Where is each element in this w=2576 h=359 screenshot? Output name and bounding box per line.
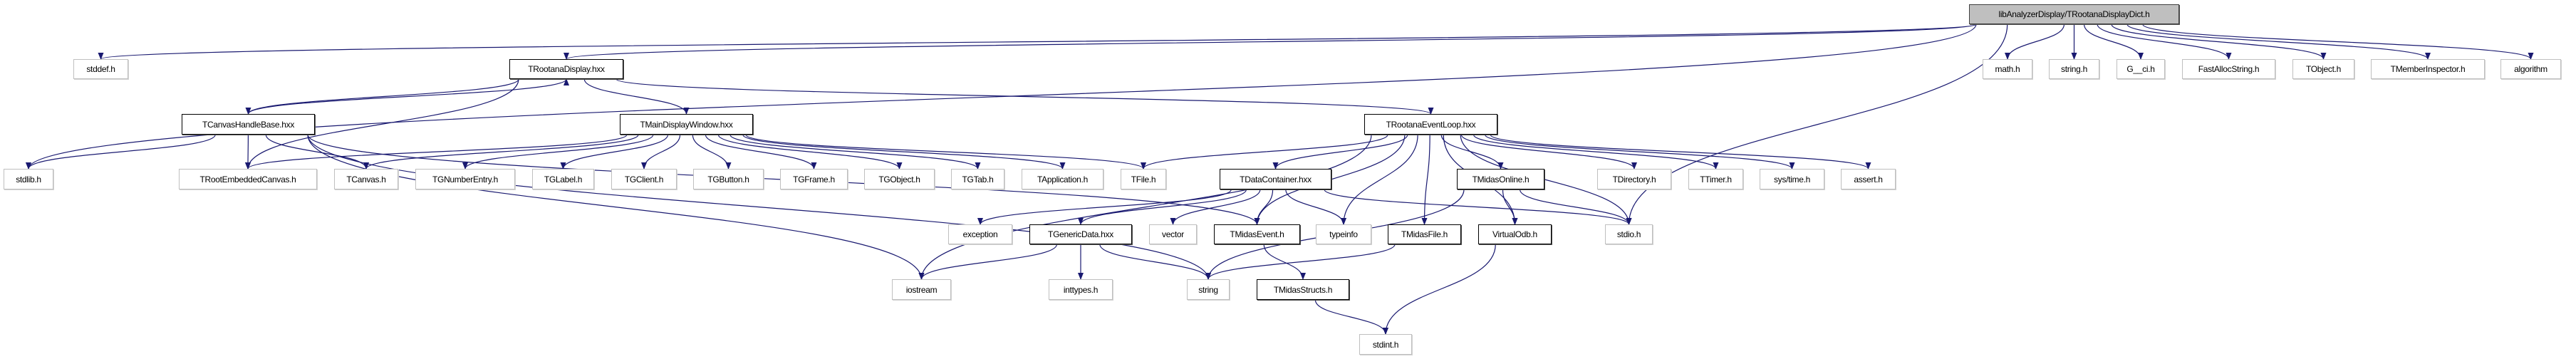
edge-trootanaeventloop-to-typeinfo xyxy=(1341,134,1418,225)
edge-trootanaeventloop-to-tdatacontainer xyxy=(1272,134,1408,170)
edge-tdatacontainer-to-typeinfo xyxy=(1285,189,1346,225)
edge-virtualodb-to-stdint xyxy=(1383,244,1496,335)
node-tfile[interactable]: TFile.h xyxy=(1121,169,1166,189)
node-tobject[interactable]: TObject.h xyxy=(2292,59,2354,79)
edge-tcanvashandlebase-to-iostream xyxy=(307,134,925,280)
edge-tgenericdata-to-string xyxy=(1099,244,1211,280)
edge-root-to-gci xyxy=(2083,24,2144,60)
node-tmemberinspector[interactable]: TMemberInspector.h xyxy=(2371,59,2485,79)
node-tgnumberentry[interactable]: TGNumberEntry.h xyxy=(415,169,515,189)
node-vector[interactable]: vector xyxy=(1149,224,1197,244)
node-root[interactable]: libAnalyzerDisplay/TRootanaDisplayDict.h xyxy=(1969,4,2179,24)
edge-trootanadisplay-to-tmaindisplaywindow xyxy=(583,78,690,115)
edge-root-to-trootanadisplay xyxy=(564,24,1977,60)
node-systime[interactable]: sys/time.h xyxy=(1760,169,1824,189)
node-tmidasonline[interactable]: TMidasOnline.h xyxy=(1457,169,1544,189)
edge-tcanvashandlebase-to-tcanvas xyxy=(265,134,369,170)
node-tmidasstructs[interactable]: TMidasStructs.h xyxy=(1257,279,1349,300)
node-tgframe[interactable]: TGFrame.h xyxy=(780,169,848,189)
node-tcanvas[interactable]: TCanvas.h xyxy=(334,169,398,189)
node-assert[interactable]: assert.h xyxy=(1841,169,1896,189)
edge-tdatacontainer-to-stdio xyxy=(1324,189,1632,225)
edge-tmaindisplaywindow-to-tgclient xyxy=(641,134,681,170)
node-trootembeddedcanvas[interactable]: TRootEmbeddedCanvas.h xyxy=(179,169,317,189)
edge-tmaindisplaywindow-to-tfile xyxy=(745,134,1146,170)
edge-trootanaeventloop-to-tfile xyxy=(1141,134,1388,170)
edge-tmaindisplaywindow-to-trootembeddedcanvas xyxy=(245,134,628,170)
node-tcanvashandlebase[interactable]: TCanvasHandleBase.hxx xyxy=(182,114,315,135)
edge-root-to-stddef xyxy=(98,24,1977,60)
node-iostream[interactable]: iostream xyxy=(892,279,951,300)
node-stddef[interactable]: stddef.h xyxy=(73,59,128,79)
node-typeinfo[interactable]: typeinfo xyxy=(1316,224,1371,244)
node-tgbutton[interactable]: TGButton.h xyxy=(693,169,764,189)
edge-tdatacontainer-to-tgenericdata xyxy=(1078,189,1247,225)
edge-tmaindisplaywindow-to-tgframe xyxy=(705,134,817,170)
edge-trootanadisplay-to-trootanaeventloop xyxy=(616,78,1434,115)
edge-tmaindisplaywindow-to-tglabel xyxy=(560,134,669,170)
edge-trootanaeventloop-to-iostream xyxy=(918,134,1372,280)
edge-tmidasonline-to-stdio xyxy=(1519,189,1632,225)
edge-root-to-tmemberinspector xyxy=(2126,24,2431,60)
edge-tcanvashandlebase-to-trootanadisplay xyxy=(247,78,569,115)
edge-root-to-algorithm xyxy=(2142,24,2534,60)
node-fastallocstring[interactable]: FastAllocString.h xyxy=(2182,59,2275,79)
edge-tmidasfile-to-string xyxy=(1205,244,1396,280)
edge-trootanaeventloop-to-ttimer xyxy=(1473,134,1719,170)
edge-tgenericdata-to-iostream xyxy=(918,244,1058,280)
edge-tmaindisplaywindow-to-tgobject xyxy=(717,134,903,170)
node-tgobject[interactable]: TGObject.h xyxy=(864,169,935,189)
edge-root-to-stdio xyxy=(1626,24,2008,225)
edge-trootanaeventloop-to-systime xyxy=(1484,134,1795,170)
node-tgtab[interactable]: TGTab.h xyxy=(951,169,1004,189)
edge-tmaindisplaywindow-to-tapplication xyxy=(742,134,1066,170)
node-trootanadisplay[interactable]: TRootanaDisplay.hxx xyxy=(509,59,623,79)
edge-root-to-stdlib xyxy=(26,24,1977,170)
node-virtualodb[interactable]: VirtualOdb.h xyxy=(1478,224,1552,244)
edge-tmaindisplaywindow-to-tcanvas xyxy=(363,134,639,170)
edge-trootanadisplay-to-tcanvashandlebase xyxy=(245,78,519,115)
node-tmidasevent[interactable]: TMidasEvent.h xyxy=(1214,224,1300,244)
edge-trootanaeventloop-to-tmidasfile xyxy=(1421,134,1430,225)
node-exception[interactable]: exception xyxy=(948,224,1012,244)
edge-tmidasstructs-to-stdint xyxy=(1314,299,1388,335)
node-tapplication[interactable]: TApplication.h xyxy=(1022,169,1103,189)
edge-tmidasevent-to-tmidasstructs xyxy=(1263,244,1306,280)
node-tmidasfile[interactable]: TMidasFile.h xyxy=(1388,224,1461,244)
node-string[interactable]: string xyxy=(1187,279,1230,300)
edge-root-to-tobject xyxy=(2111,24,2327,60)
edge-trootanaeventloop-to-assert xyxy=(1490,134,1871,170)
edge-root-to-fastallocstring xyxy=(2097,24,2232,60)
node-stdint[interactable]: stdint.h xyxy=(1359,334,1412,355)
node-trootanaeventloop[interactable]: TRootanaEventLoop.hxx xyxy=(1364,114,1497,135)
node-tgenericdata[interactable]: TGenericData.hxx xyxy=(1029,224,1132,244)
node-ttimer[interactable]: TTimer.h xyxy=(1688,169,1743,189)
edge-tcanvashandlebase-to-stdlib xyxy=(26,134,216,170)
node-tgclient[interactable]: TGClient.h xyxy=(611,169,677,189)
edge-trootanadisplay-to-trootembeddedcanvas xyxy=(245,78,519,170)
edge-tmaindisplaywindow-to-tgbutton xyxy=(692,134,732,170)
edge-trootanaeventloop-to-tdirectory xyxy=(1460,134,1637,170)
edge-tmaindisplaywindow-to-tgnumberentry xyxy=(462,134,654,170)
node-stdlib[interactable]: stdlib.h xyxy=(4,169,53,189)
node-stdio[interactable]: stdio.h xyxy=(1605,224,1653,244)
edge-tdatacontainer-to-exception xyxy=(977,189,1232,225)
node-math[interactable]: math.h xyxy=(1983,59,2032,79)
edge-tdatacontainer-to-vector xyxy=(1170,189,1261,225)
node-stringh[interactable]: string.h xyxy=(2049,59,2099,79)
node-gci[interactable]: G__ci.h xyxy=(2117,59,2165,79)
edge-trootanaeventloop-to-stdio xyxy=(1460,134,1632,225)
node-tglabel[interactable]: TGLabel.h xyxy=(532,169,594,189)
node-tdirectory[interactable]: TDirectory.h xyxy=(1597,169,1671,189)
node-tmaindisplaywindow[interactable]: TMainDisplayWindow.hxx xyxy=(620,114,753,135)
node-inttypes[interactable]: inttypes.h xyxy=(1049,279,1113,300)
node-tdatacontainer[interactable]: TDataContainer.hxx xyxy=(1220,169,1331,189)
edge-tmaindisplaywindow-to-tgtab xyxy=(729,134,981,170)
edge-root-to-math xyxy=(2005,24,2065,60)
node-algorithm[interactable]: algorithm xyxy=(2500,59,2561,79)
edge-tmidasonline-to-virtualodb xyxy=(1502,189,1518,225)
edge-tcanvashandlebase-to-string xyxy=(307,134,1211,280)
edge-tdatacontainer-to-tmidasevent xyxy=(1254,189,1274,225)
